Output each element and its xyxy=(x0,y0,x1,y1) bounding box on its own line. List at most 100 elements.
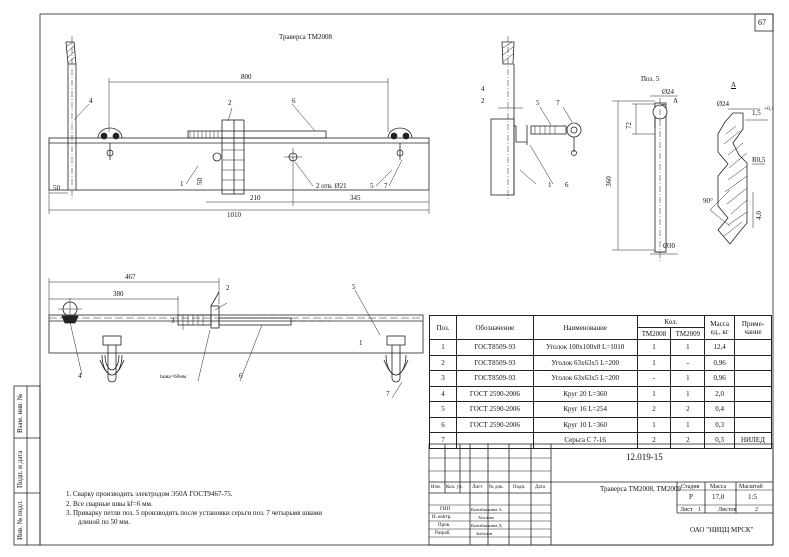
cell-mass: 12,4 xyxy=(704,339,735,356)
inner-frame xyxy=(39,13,774,546)
cell-qty-b: 1 xyxy=(670,416,706,433)
plan-callout-5: 5 xyxy=(352,283,356,291)
cell-qty-a: 2 xyxy=(636,401,672,418)
cell-note xyxy=(733,339,773,356)
side-callout-6: 6 xyxy=(565,181,569,189)
doc-code: 12.019-15 xyxy=(626,452,663,462)
callout-2: 2 xyxy=(228,99,232,107)
th-mass: Масса ед., кг xyxy=(704,315,735,340)
col-podp: Подп. xyxy=(513,485,526,490)
th-qty: Кол. xyxy=(636,315,706,328)
dim-r05: R0,5 xyxy=(752,156,766,164)
note-3-cont: длиной по 50 мм. xyxy=(78,518,130,526)
dim-90: 90° xyxy=(703,197,713,205)
side-inv-orig: Инв. № подл. xyxy=(16,500,24,540)
dim-380: 380 xyxy=(113,290,124,298)
col-list: Лист xyxy=(472,485,483,490)
table-row: 1 ГОСТ8509-93 Уголок 100х100х8 L=1010 1 … xyxy=(429,339,773,356)
cell-qty-b: 1 xyxy=(670,339,706,356)
cell-note xyxy=(733,354,773,371)
cell-qty-b: 1 xyxy=(670,370,706,387)
cell-note xyxy=(733,370,773,387)
dim-467: 467 xyxy=(125,273,136,281)
cell-name: Круг 20 L=360 xyxy=(532,385,638,402)
dim-phi24-b: Ø24 xyxy=(717,100,730,108)
dim-4-0: 4,0 xyxy=(754,211,763,220)
role-raz-name: Зыбалов xyxy=(476,531,493,536)
col-ndok: № док. xyxy=(489,485,504,490)
cell-qty-b: 1 xyxy=(670,385,706,402)
dim-1-5-tolerance: +0,1 xyxy=(764,106,774,112)
cell-pos: 7 xyxy=(429,432,457,449)
specification-table: Поз. Обозначение Наименование Кол. Масса… xyxy=(429,315,773,449)
callout-4: 4 xyxy=(89,97,93,105)
cell-designation xyxy=(455,432,534,449)
cell-qty-a: 1 xyxy=(636,339,672,356)
cell-name: Круг 16 L=254 xyxy=(532,401,638,418)
mass-header: Масса xyxy=(710,484,727,490)
table-row: 5 ГОСТ 2590-2006 Круг 16 L=254 2 2 0,4 xyxy=(429,401,773,418)
cell-qty-b: 2 xyxy=(670,401,706,418)
cell-note: НИЛЕД xyxy=(733,432,773,449)
organization: ОАО "НИЦЦ МРСК" xyxy=(690,526,754,534)
dim-phi24-a: Ø24 xyxy=(662,88,675,96)
dim-50-left: 50 xyxy=(53,184,60,192)
cell-mass: 0,4 xyxy=(704,401,735,418)
cell-qty-a: 1 xyxy=(636,385,672,402)
dim-210: 210 xyxy=(250,194,261,202)
col-data: Дата xyxy=(535,485,545,490)
cell-name: Уголок 63х63х5 L=200 xyxy=(532,354,638,371)
table-row: 3 ГОСТ8509-93 Уголок 63х63х5 L=200 - 1 0… xyxy=(429,370,773,387)
sheet-number: 67 xyxy=(758,18,766,27)
cell-designation: ГОСТ 2590-2006 xyxy=(455,416,534,433)
dim-1-5: 1,5 xyxy=(752,109,761,117)
cell-name: Серьга С 7-16 xyxy=(532,432,638,449)
sheets-header: Листов xyxy=(718,507,737,513)
role-gip: ГИП xyxy=(440,507,451,512)
note-1: 1. Сварку производить электродом Э50А ГО… xyxy=(66,490,233,498)
col-kol: Кол. уч. xyxy=(446,485,463,490)
cell-pos: 6 xyxy=(429,416,457,433)
cell-pos: 3 xyxy=(429,370,457,387)
scale-value: 1:5 xyxy=(748,493,757,501)
plan-callout-3: 3 xyxy=(171,317,175,325)
role-nk-name: Хохлова xyxy=(478,515,494,520)
sheet-header: Лист xyxy=(680,507,693,513)
dim-800: 800 xyxy=(241,73,252,81)
stage-value: Р xyxy=(689,493,693,501)
cell-designation: ГОСТ 2590-2006 xyxy=(455,385,534,402)
note-2: 2. Все сварные швы kf=6 мм. xyxy=(66,500,153,508)
dim-72: 72 xyxy=(625,122,633,129)
cell-note xyxy=(733,416,773,433)
cell-mass: 0,96 xyxy=(704,354,735,371)
view-a-marker: А xyxy=(673,97,679,105)
holes-label: 2 отв. Ø21 xyxy=(316,182,347,190)
cell-qty-a: 1 xyxy=(636,416,672,433)
cell-mass: 0,3 xyxy=(704,416,735,433)
product-name: Траверса ТМ2008, ТМ2009 xyxy=(600,485,681,493)
cell-name: Уголок 100х100х8 L=1010 xyxy=(532,339,638,356)
th-designation: Обозначение xyxy=(455,315,534,340)
plan-callout-2: 2 xyxy=(226,284,230,292)
cell-name: Уголок 63х63х5 L=200 xyxy=(532,370,638,387)
cell-designation: ГОСТ8509-93 xyxy=(455,339,534,356)
cell-designation: ГОСТ8509-93 xyxy=(455,370,534,387)
cell-pos: 2 xyxy=(429,354,457,371)
side-inv-dup: Взам. инв. № xyxy=(16,393,24,433)
cell-qty-b: - xyxy=(670,354,706,371)
side-sign-date: Подп. и дата xyxy=(16,450,24,488)
role-pr-name: Калибашкина Д. xyxy=(471,523,503,528)
callout-1: 1 xyxy=(180,180,184,188)
scale-header: Масштаб xyxy=(739,484,763,490)
side-callout-2: 2 xyxy=(481,97,485,105)
cell-name: Круг 10 L=360 xyxy=(532,416,638,433)
plan-callout-6: 6 xyxy=(239,372,243,380)
callout-7: 7 xyxy=(384,182,388,190)
dim-1010: 1010 xyxy=(227,211,241,219)
cell-pos: 1 xyxy=(429,339,457,356)
weld-length: lшва=60мм xyxy=(160,374,187,380)
cell-pos: 5 xyxy=(429,401,457,418)
dim-345: 345 xyxy=(350,194,361,202)
role-pr: Пров. xyxy=(438,523,451,528)
